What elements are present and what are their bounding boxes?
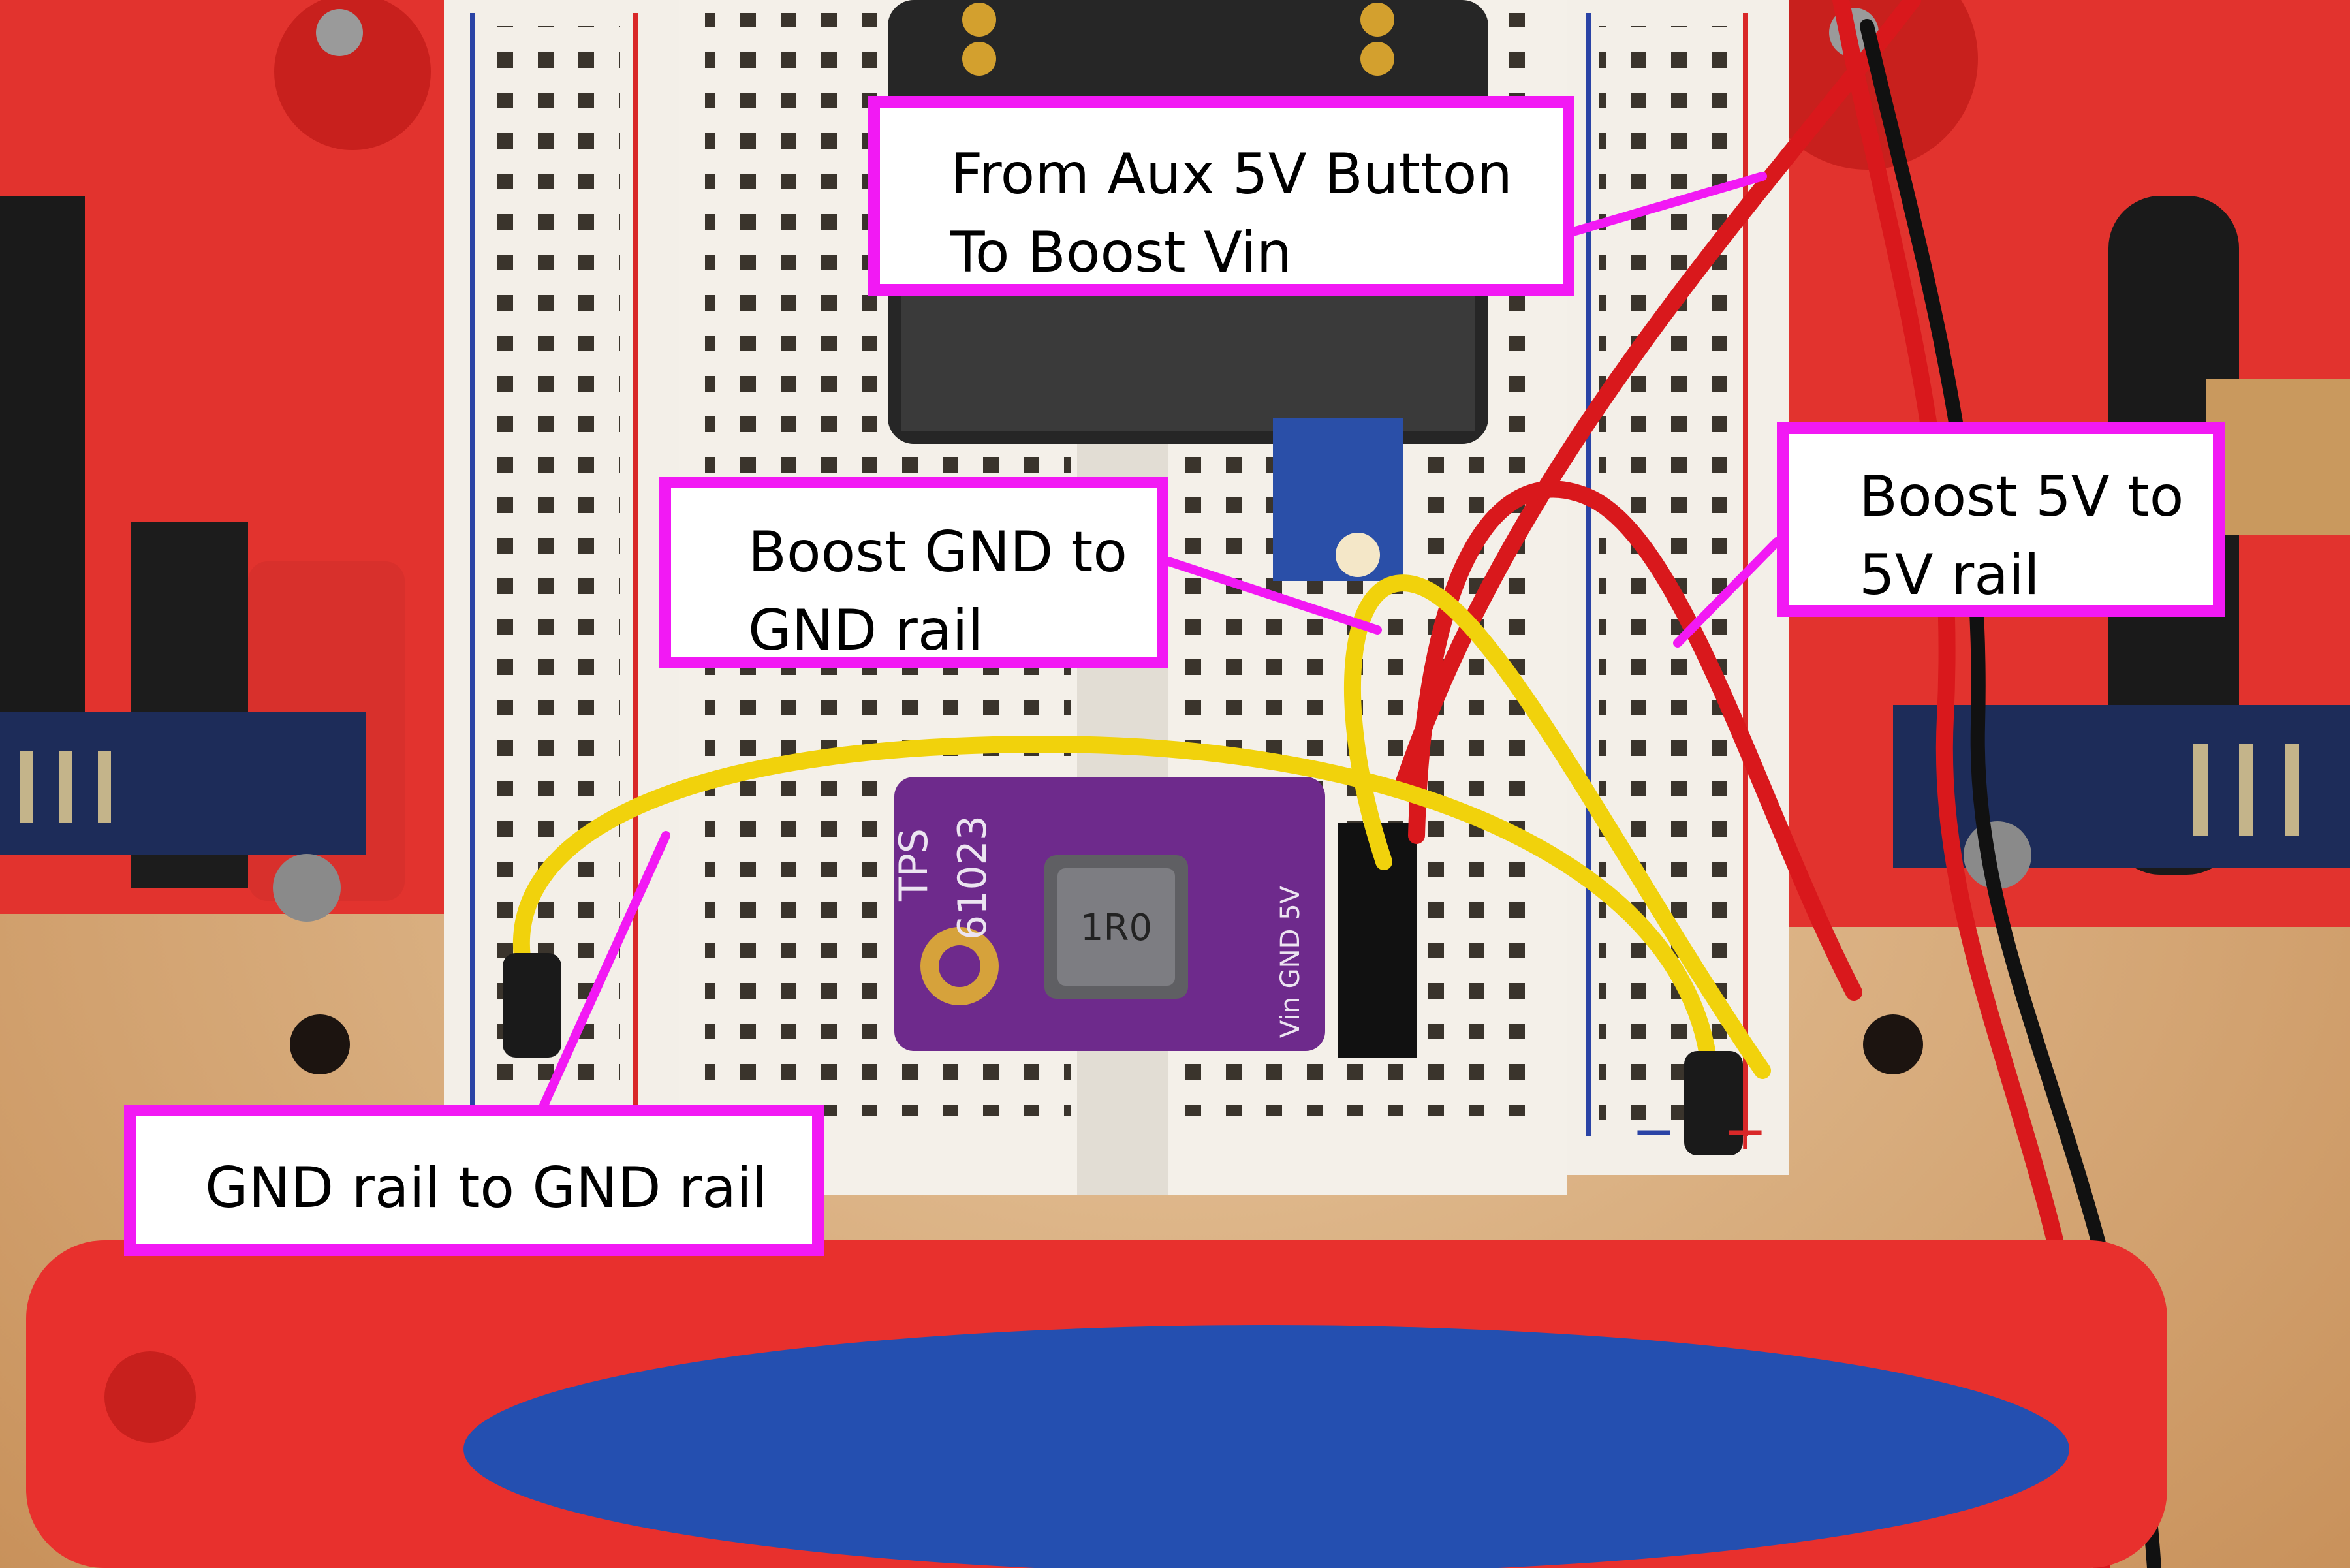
left-chassis: [0, 0, 457, 922]
callout-rail-line1: GND rail to GND rail: [205, 1155, 768, 1221]
wire-end-right: [1684, 1051, 1743, 1155]
wires: [513, 0, 2161, 1568]
leader-5v: [1673, 537, 1781, 648]
callout-gnd-line2: GND rail: [748, 598, 984, 663]
callout-5v-line2: 5V rail: [1859, 542, 2040, 608]
callout-gnd-rail-to-rail: GND rail to GND rail: [124, 1105, 824, 1256]
rail-plus-symbol: +: [1723, 1101, 1767, 1161]
pin-labels: Vin GND 5V: [1276, 885, 1306, 1038]
callout-gnd-line1: Boost GND to: [748, 520, 1127, 585]
chip-model-label: 61023: [950, 815, 995, 940]
leader-gnd: [1164, 557, 1382, 635]
yellow-wire-rail: [513, 735, 1719, 1086]
callout-boost-gnd-to-rail: Boost GND to GND rail: [659, 477, 1168, 668]
leader-rail: [537, 831, 670, 1114]
callout-aux-line1: From Aux 5V Button: [950, 142, 1512, 207]
callout-aux-line2: To Boost Vin: [950, 220, 1292, 285]
callout-aux-to-boost-vin: From Aux 5V Button To Boost Vin: [868, 96, 1574, 296]
leader-lines: [537, 172, 1781, 1114]
mount-hole-left: [290, 1014, 350, 1074]
leader-aux: [1569, 172, 1767, 236]
boost-converter: 1R0 TPS 61023 Vin GND 5V: [891, 777, 1417, 1058]
inductor-label: 1R0: [1080, 907, 1152, 949]
yellow-wire-gnd: [1344, 574, 1771, 1079]
red-wire-5v: [1408, 480, 1862, 1001]
callout-boost-5v-to-rail: Boost 5V to 5V rail: [1777, 422, 2225, 617]
wire-end-left: [503, 953, 561, 1058]
chip-brand-label: TPS: [891, 828, 937, 902]
red-wire-aux: [1395, 0, 1921, 792]
battery-holder: [26, 1240, 2167, 1568]
rail-minus-symbol: −: [1632, 1101, 1676, 1161]
callout-5v-line1: Boost 5V to: [1859, 464, 2184, 529]
mount-hole-right: [1863, 1014, 1923, 1074]
